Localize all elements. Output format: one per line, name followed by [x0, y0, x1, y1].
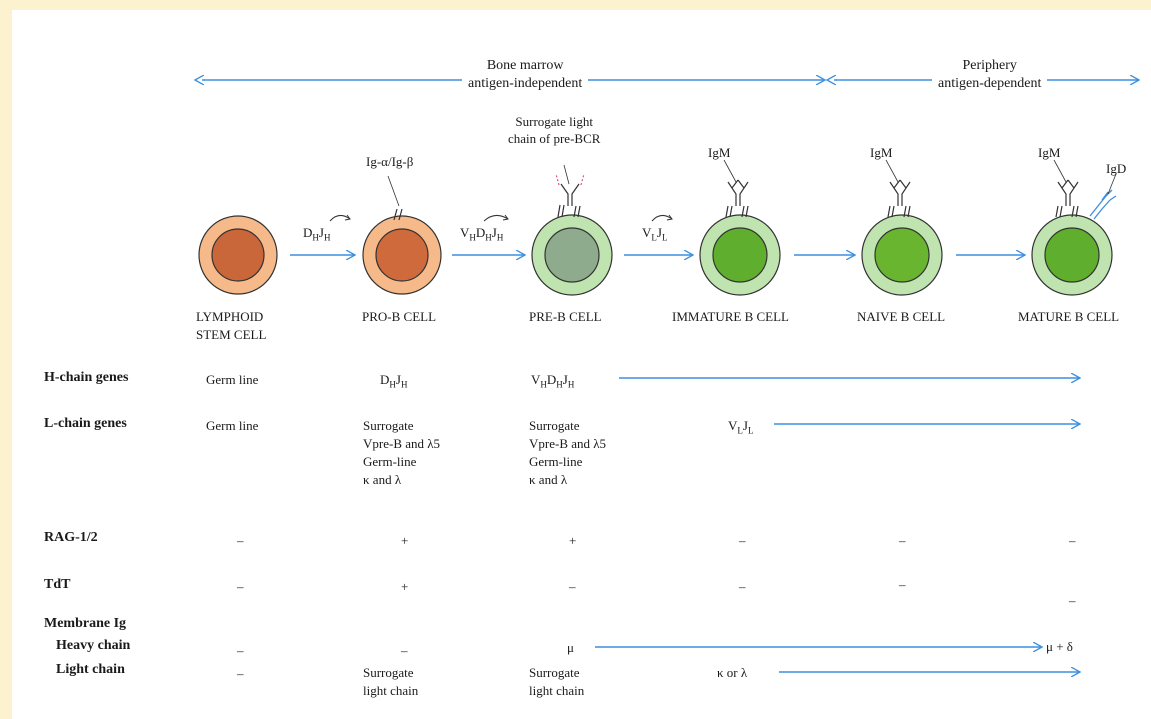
cell-name-lymphoid-stem: LYMPHOID STEM CELL: [196, 308, 266, 344]
igm-receptor-icon: [885, 159, 911, 218]
l-chain-line: Vpre-B and λ5: [529, 436, 607, 451]
light-chain-line: light chain: [529, 683, 585, 698]
h-chain-stem: Germ line: [206, 372, 259, 387]
diagram-panel: Bone marrow antigen-independent Peripher…: [12, 10, 1151, 719]
igd-label: IgD: [1106, 161, 1127, 176]
cell-pre-b: [531, 214, 613, 296]
tdt-naive: –: [899, 577, 906, 592]
cell-name-mature-b: MATURE B CELL: [1018, 309, 1120, 324]
cell-name-naive-b: NAIVE B CELL: [857, 309, 946, 324]
surrogate-light-chain-icon: [555, 173, 585, 186]
light-chain-line: Surrogate: [363, 665, 414, 680]
l-chain-immature: VLJL: [728, 418, 754, 436]
cell-name-pre-b: PRE-B CELL: [529, 309, 602, 324]
rag-pre-b: +: [569, 533, 577, 548]
l-chain-line: Germ-line: [363, 454, 417, 469]
pre-bcr-icon: [557, 164, 581, 218]
rearrangement-vljl: VLJL: [642, 225, 668, 243]
igm-receptor-icon: [1053, 159, 1079, 218]
rag-immature: –: [739, 533, 746, 548]
row-label-h-chain: H-chain genes: [44, 370, 129, 385]
l-chain-line: Germ-line: [529, 454, 583, 469]
phase-bone-marrow-line2: antigen-independent: [468, 76, 583, 91]
l-chain-line: κ and λ: [363, 472, 402, 487]
rag-pro-b: +: [401, 533, 409, 548]
h-chain-pro-b: DHJH: [380, 372, 408, 390]
l-chain-pro-b: Surrogate Vpre-B and λ5 Germ-line κ and …: [363, 417, 440, 489]
rag-mature: –: [1069, 533, 1076, 548]
l-chain-pre-b: Surrogate Vpre-B and λ5 Germ-line κ and …: [529, 417, 606, 489]
igm-label: IgM: [708, 145, 731, 160]
tdt-mature: –: [1069, 593, 1076, 608]
row-label-membrane-ig: Membrane Ig: [44, 616, 127, 631]
cell-name-immature-b: IMMATURE B CELL: [672, 309, 789, 324]
l-chain-line: Vpre-B and λ5: [363, 436, 441, 451]
heavy-stem: –: [237, 643, 244, 658]
heavy-mature: μ + δ: [1046, 639, 1073, 654]
igm-label: IgM: [1038, 145, 1061, 160]
phase-periphery-line1: Periphery: [962, 58, 1017, 73]
igd-receptor-icon: [1089, 173, 1117, 220]
surrogate-chain-label: Surrogate light chain of pre-BCR: [508, 113, 600, 147]
rag-naive: –: [899, 533, 906, 548]
l-chain-line: Surrogate: [529, 418, 580, 433]
phase-periphery-line2: antigen-dependent: [938, 76, 1042, 91]
igm-label: IgM: [870, 145, 893, 160]
phase-bone-marrow: Bone marrow antigen-independent: [462, 57, 589, 93]
row-label-tdt: TdT: [44, 577, 71, 592]
cell-immature-b: [699, 214, 781, 296]
phase-periphery: Periphery antigen-dependent: [932, 57, 1048, 93]
surrogate-chain-label-line2: chain of pre-BCR: [508, 131, 601, 146]
h-chain-pre-b: VHDHJH: [531, 372, 575, 390]
row-label-light-chain: Light chain: [56, 662, 125, 677]
light-chain-line: light chain: [363, 683, 419, 698]
ig-alpha-beta-receptor-icon: [387, 175, 403, 221]
recombination-arc-icon: [483, 215, 509, 222]
rag-stem: –: [237, 533, 244, 548]
cell-lymphoid-stem: [198, 215, 278, 295]
l-chain-line: Surrogate: [363, 418, 414, 433]
tdt-pre-b: –: [569, 579, 576, 594]
cell-naive-b: [861, 214, 943, 296]
surrogate-chain-label-line1: Surrogate light: [515, 114, 594, 129]
cell-name-line: STEM CELL: [196, 327, 267, 342]
tdt-pro-b: +: [401, 579, 409, 594]
recombination-arc-icon: [329, 215, 351, 222]
heavy-pre-b: μ: [567, 640, 574, 655]
cell-mature-b: [1031, 214, 1113, 296]
light-pre-b: Surrogate light chain: [529, 664, 584, 700]
cell-name-pro-b: PRO-B CELL: [362, 309, 437, 324]
light-immature: κ or λ: [717, 665, 748, 680]
ig-alpha-beta-label: Ig-α/Ig-β: [366, 154, 414, 169]
heavy-pro-b: –: [401, 643, 408, 658]
rearrangement-dhjh: DHJH: [303, 225, 331, 243]
tdt-stem: –: [237, 579, 244, 594]
l-chain-stem: Germ line: [206, 418, 259, 433]
igm-receptor-icon: [723, 159, 749, 218]
light-chain-line: Surrogate: [529, 665, 580, 680]
row-label-rag: RAG-1/2: [44, 530, 98, 545]
cell-pro-b: [362, 215, 442, 295]
phase-bone-marrow-line1: Bone marrow: [486, 58, 564, 73]
b-cell-development-diagram: [12, 10, 1151, 719]
light-stem: –: [237, 666, 244, 681]
tdt-immature: –: [739, 579, 746, 594]
rearrangement-vhdhjh: VHDHJH: [460, 225, 504, 243]
row-label-l-chain: L-chain genes: [44, 416, 127, 431]
row-label-heavy-chain: Heavy chain: [56, 638, 131, 653]
light-pro-b: Surrogate light chain: [363, 664, 418, 700]
l-chain-line: κ and λ: [529, 472, 568, 487]
cell-name-line: LYMPHOID: [196, 309, 264, 324]
recombination-arc-icon: [651, 215, 673, 222]
